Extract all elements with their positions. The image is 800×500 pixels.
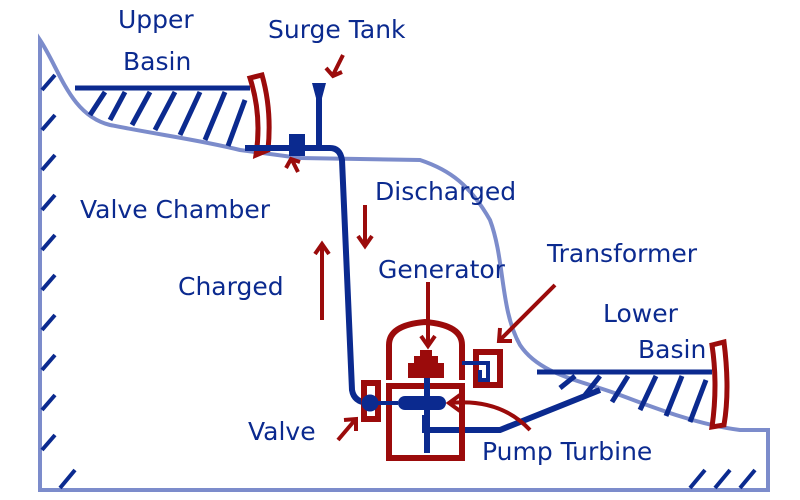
upper-dam: [246, 71, 272, 160]
valve-chamber: [289, 134, 305, 156]
tailrace-pipe: [422, 387, 602, 433]
generator: [408, 350, 444, 378]
label-generator: Generator: [378, 255, 506, 284]
annotation-arrows: [284, 54, 557, 442]
label-transformer: Transformer: [546, 239, 698, 268]
label-valve-chamber: Valve Chamber: [80, 195, 271, 224]
upper-basin: [75, 85, 250, 147]
ground-hatching: [40, 73, 757, 490]
label-lower-basin-1: Lower: [603, 299, 679, 328]
label-upper-basin-2: Basin: [123, 47, 191, 76]
label-lower-basin-2: Basin: [638, 335, 706, 364]
label-upper-basin-1: Upper: [118, 5, 194, 34]
label-pump-turbine: Pump Turbine: [482, 437, 652, 466]
label-discharged: Discharged: [375, 177, 516, 206]
surge-tank: [312, 83, 326, 148]
label-surge-tank: Surge Tank: [268, 15, 406, 44]
penstock-pipe: [245, 145, 369, 406]
label-valve: Valve: [248, 417, 316, 446]
lower-dam: [709, 338, 730, 431]
machinery: [361, 361, 490, 453]
label-charged: Charged: [178, 272, 284, 301]
